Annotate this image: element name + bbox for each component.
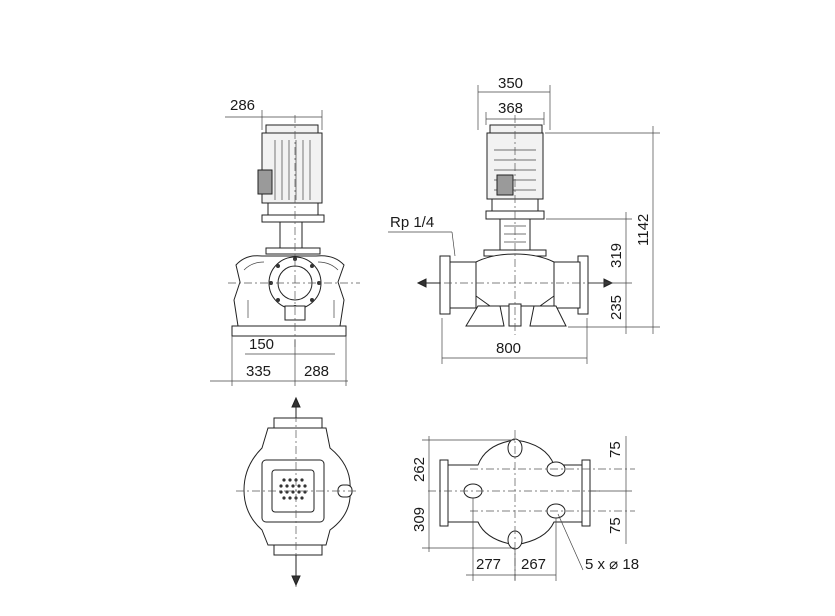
dim-319: 319 (608, 243, 625, 268)
dim-335: 335 (246, 363, 271, 380)
holes-label: 5 x ⌀ 18 (585, 556, 639, 573)
dim-150: 150 (249, 336, 274, 353)
side-view (388, 85, 660, 364)
dim-75-top: 75 (607, 441, 624, 458)
dim-75-bottom: 75 (607, 517, 624, 534)
front-view (210, 110, 360, 386)
dim-267: 267 (521, 556, 546, 573)
dim-235: 235 (608, 295, 625, 320)
dim-262: 262 (411, 457, 428, 482)
dim-368: 368 (498, 100, 523, 117)
dim-277: 277 (476, 556, 501, 573)
dim-800: 800 (496, 340, 521, 357)
top-view (236, 396, 356, 588)
connection-label: Rp 1/4 (390, 214, 434, 231)
dim-309: 309 (411, 507, 428, 532)
dim-1142: 1142 (635, 214, 652, 246)
dim-286: 286 (230, 97, 255, 114)
dim-288: 288 (304, 363, 329, 380)
base-view (422, 430, 635, 581)
dim-350: 350 (498, 75, 523, 92)
